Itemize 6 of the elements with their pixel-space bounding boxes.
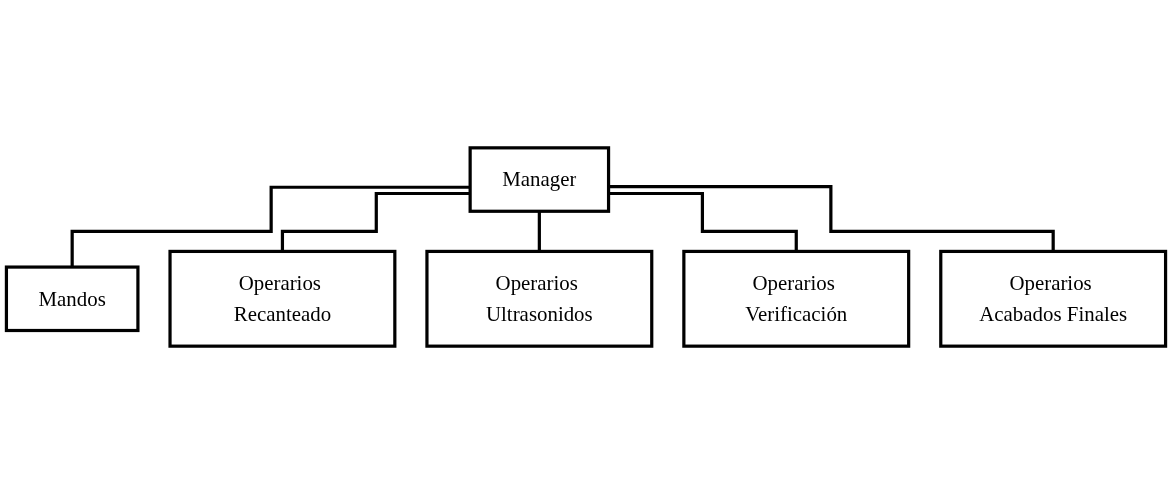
node-box: Operarios Acabados Finales [939, 249, 1168, 348]
node-box: Operarios Ultrasonidos [425, 249, 654, 348]
node-box: Operarios Recanteado [168, 249, 397, 348]
node-box: Manager [468, 146, 611, 213]
node-box: Mandos [4, 265, 140, 333]
node-box: Operarios Verificación [682, 249, 911, 348]
